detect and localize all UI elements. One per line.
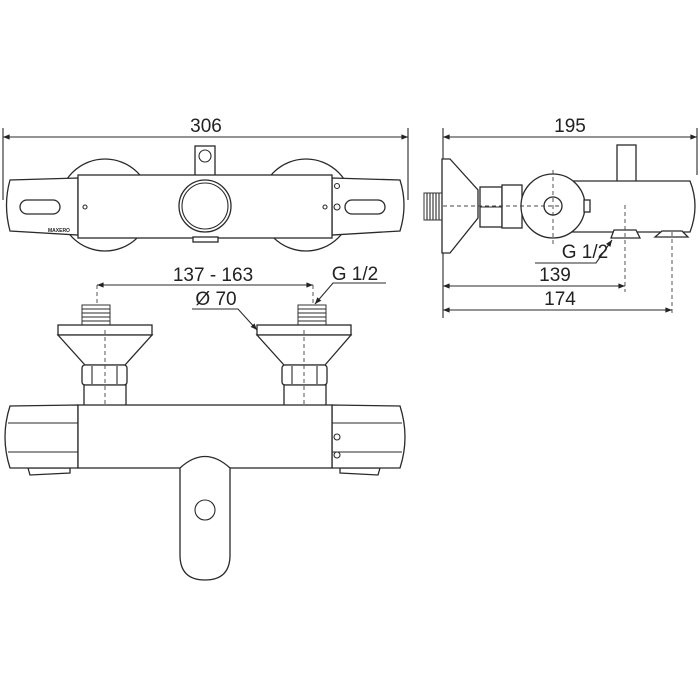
top-view: 306 MAXERO [2, 116, 409, 252]
right-inlet [255, 304, 353, 411]
outlet-dim-174-label: 174 [544, 289, 576, 310]
outlet-thread-label: G 1/2 [562, 242, 608, 263]
width-dimension-label: 306 [190, 116, 222, 137]
outlet-nub [192, 236, 219, 243]
right-handle-slot [344, 199, 386, 215]
outlet-thread-leader [535, 239, 613, 264]
inlet-pipe [501, 184, 523, 229]
indicator-dot [333, 433, 341, 441]
left-handle-slot [19, 199, 61, 215]
body-side [552, 180, 696, 233]
left-inlet [56, 304, 154, 411]
knob-lever [583, 199, 591, 213]
tub-outlet [610, 229, 642, 239]
diverter-knob [178, 179, 232, 233]
right-handle [331, 404, 406, 469]
screw-dot [82, 204, 88, 210]
indicator-dot [333, 203, 341, 211]
hose-bracket [616, 144, 637, 183]
brand-mark: MAXERO [48, 228, 70, 234]
indicator-dot [333, 451, 341, 459]
left-handle-foot [27, 467, 71, 476]
indicator-dot [333, 182, 341, 190]
bracket-hole [198, 149, 212, 163]
flange-diameter-leader [192, 308, 258, 331]
inlet-thread-label: G 1/2 [332, 264, 378, 285]
front-view: 137 - 163 G 1/2 Ø 70 [4, 264, 406, 581]
side-view: 195 G 1/2 139 174 [423, 116, 698, 318]
flange-diameter-label: Ø 70 [195, 289, 236, 310]
spout-outlet-hole [194, 499, 216, 521]
centers-dimension-label: 137 - 163 [173, 265, 253, 286]
diverter-knob-inner [181, 182, 229, 230]
shower-outlet [653, 230, 690, 238]
right-handle-foot [339, 467, 381, 476]
depth-dimension-label: 195 [554, 116, 586, 137]
left-handle [4, 404, 79, 469]
outlet-dim-139-label: 139 [539, 265, 571, 286]
spout [179, 455, 231, 581]
screw-dot [322, 204, 328, 210]
inlet-thread-leader [314, 282, 386, 305]
